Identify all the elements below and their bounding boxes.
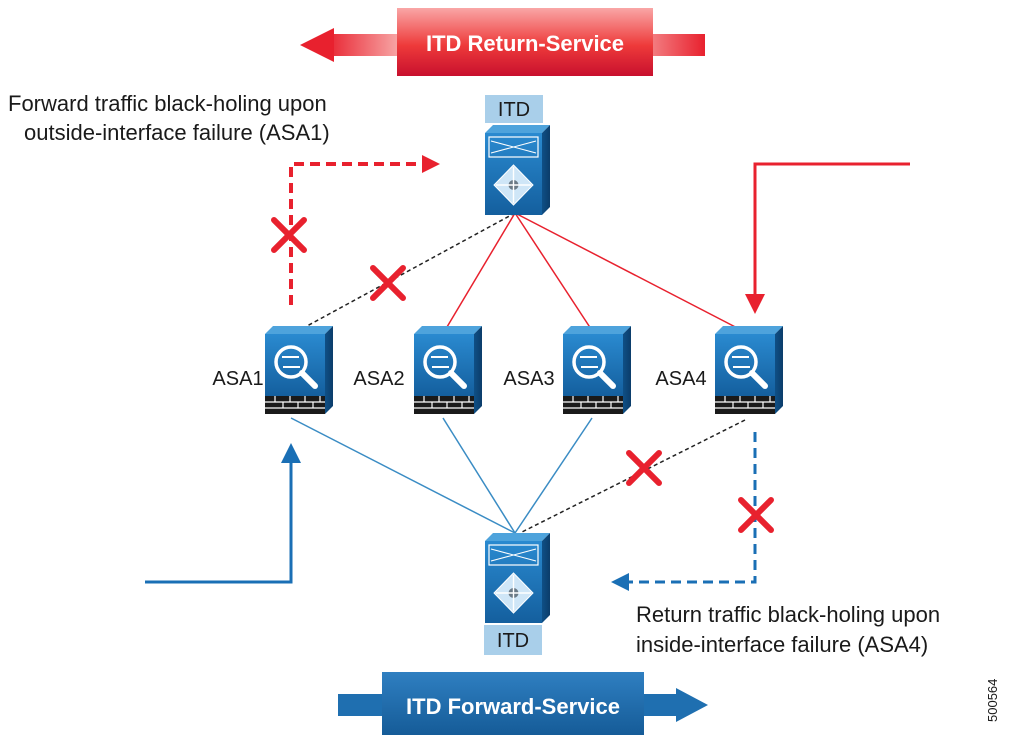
outside-links xyxy=(295,212,746,333)
forward-blackhole-flow xyxy=(289,155,440,305)
switch-icon xyxy=(485,125,550,215)
forward-annotation-line2: outside-interface failure (ASA1) xyxy=(24,120,330,145)
itd-switch-bottom: ITD xyxy=(484,533,550,655)
return-service-banner: ITD Return-Service xyxy=(300,8,705,76)
forward-traffic-flow xyxy=(145,443,301,584)
return-annotation-line1: Return traffic black-holing upon xyxy=(636,602,940,627)
asa2-label: ASA2 xyxy=(353,368,404,390)
forward-annotation-line1: Forward traffic black-holing upon xyxy=(8,91,327,116)
itd-switch-top: ITD xyxy=(485,95,550,215)
firewall-icon xyxy=(414,326,482,414)
return-blackhole-arrowhead xyxy=(611,573,629,591)
x-mark-icon xyxy=(370,265,406,301)
switch-icon xyxy=(485,533,550,623)
itd-label-top: ITD xyxy=(498,99,530,121)
asa3-label: ASA3 xyxy=(503,368,554,390)
asa4-label: ASA4 xyxy=(655,368,706,390)
link-asa3-bottom xyxy=(514,417,593,534)
x-mark-icon xyxy=(271,217,307,253)
forward-arrow-shaft-right xyxy=(640,694,685,716)
return-flow-line xyxy=(753,162,910,302)
itd-label-box xyxy=(484,625,542,655)
failure-marks xyxy=(271,217,774,533)
x-mark-icon xyxy=(626,450,662,486)
forward-banner-label: ITD Forward-Service xyxy=(406,694,620,719)
figure-id: 500564 xyxy=(985,679,1000,722)
itd-label-bottom: ITD xyxy=(497,630,529,652)
return-flow-arrowhead xyxy=(745,294,765,314)
forward-arrow-head xyxy=(676,688,708,722)
firewall-icon xyxy=(563,326,631,414)
firewall-asa3: ASA3 xyxy=(503,326,631,414)
asa1-label: ASA1 xyxy=(212,368,263,390)
return-banner-label: ITD Return-Service xyxy=(426,31,624,56)
forward-banner-box xyxy=(382,672,644,735)
return-banner-box xyxy=(397,8,653,76)
inside-links xyxy=(290,417,746,534)
link-top-asa4 xyxy=(514,212,746,333)
return-annotation-line2: inside-interface failure (ASA4) xyxy=(636,632,928,657)
link-asa2-bottom xyxy=(442,417,516,534)
return-blackhole-line xyxy=(628,432,757,584)
link-top-asa3 xyxy=(514,212,594,333)
forward-flow-line xyxy=(145,458,293,584)
x-mark-icon xyxy=(738,497,774,533)
firewall-icon xyxy=(715,326,783,414)
return-arrow-head xyxy=(300,28,334,62)
forward-service-banner: ITD Forward-Service xyxy=(338,672,708,735)
link-top-asa2 xyxy=(443,212,516,333)
forward-blackhole-line xyxy=(289,162,425,305)
firewall-icon xyxy=(265,326,333,414)
firewall-asa2: ASA2 xyxy=(353,326,482,414)
link-top-asa1-failed xyxy=(295,212,516,333)
firewall-asa4: ASA4 xyxy=(655,326,783,414)
link-asa1-bottom xyxy=(290,417,516,534)
firewall-asa1: ASA1 xyxy=(212,326,333,414)
forward-flow-arrowhead xyxy=(281,443,301,463)
return-blackhole-flow xyxy=(611,432,757,591)
forward-blackhole-arrowhead xyxy=(422,155,440,173)
itd-label-box xyxy=(485,95,543,123)
return-arrow-shaft-left xyxy=(325,34,397,56)
return-traffic-flow xyxy=(745,162,910,314)
